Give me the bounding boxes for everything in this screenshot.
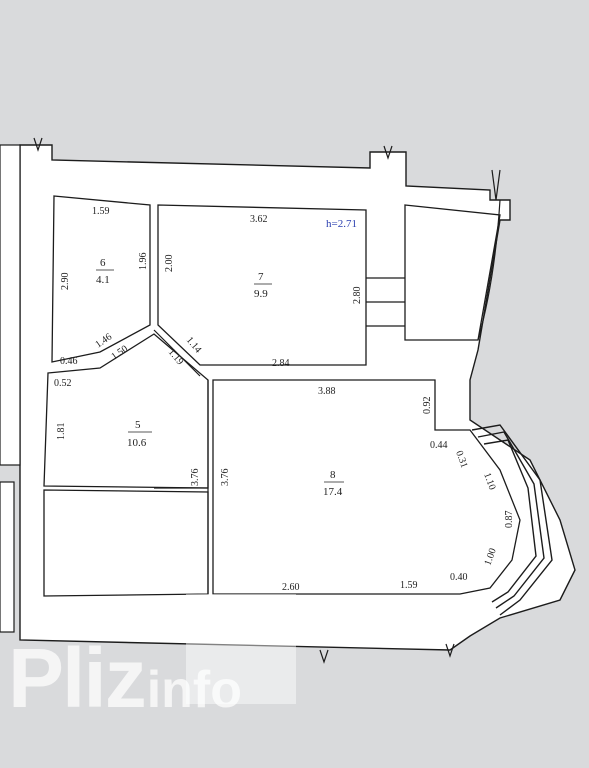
room-5-area: 10.6	[127, 437, 147, 449]
watermark-sub: info	[146, 661, 242, 719]
dim-1-96: 1.96	[138, 253, 149, 271]
window-room-7	[366, 277, 405, 327]
dim-2-90: 2.90	[60, 273, 71, 291]
dim-0-40: 0.40	[450, 572, 468, 583]
doors	[153, 329, 209, 594]
room-6-area: 4.1	[96, 274, 110, 286]
room-labels: 6 4.1 7 9.9 5 10.6 8 17.4 h=2.71	[96, 218, 357, 498]
dim-1-59-top: 1.59	[92, 206, 110, 217]
dim-2-80: 2.80	[352, 287, 363, 305]
dim-3-76-a: 3.76	[190, 469, 201, 487]
balcony-outline	[404, 204, 501, 341]
room-8-area: 17.4	[323, 486, 343, 498]
bay-window	[471, 424, 553, 616]
room-5-number: 5	[135, 419, 141, 431]
dim-0-46: 0.46	[60, 356, 78, 367]
corridor-outline	[43, 489, 209, 597]
balcony-edge	[477, 199, 501, 341]
dim-1-59-bottom: 1.59	[400, 580, 418, 591]
dim-0-92: 0.92	[422, 397, 433, 415]
watermark-box	[186, 594, 296, 704]
ceiling-height: h=2.71	[326, 218, 357, 230]
watermark-logo: Pliz info	[8, 630, 242, 727]
dim-3-62: 3.62	[250, 214, 268, 225]
room-7-number: 7	[258, 271, 264, 283]
dim-2-84: 2.84	[272, 358, 290, 369]
room-8-outline	[212, 379, 521, 595]
dim-1-81: 1.81	[56, 423, 67, 441]
dim-0-87: 0.87	[504, 511, 515, 529]
room-6-number: 6	[100, 257, 106, 269]
wall-break-marks	[33, 137, 501, 664]
left-wall-strip	[0, 144, 21, 633]
rooms	[43, 195, 521, 597]
dim-2-00: 2.00	[164, 255, 175, 273]
room-7-area: 9.9	[254, 288, 268, 300]
dim-2-60: 2.60	[282, 582, 300, 593]
dim-0-44: 0.44	[430, 440, 448, 451]
dim-3-88: 3.88	[318, 386, 336, 397]
dim-0-52: 0.52	[54, 378, 72, 389]
room-8-number: 8	[330, 469, 336, 481]
room-6-outline	[51, 195, 151, 363]
dim-3-76-b: 3.76	[220, 469, 231, 487]
watermark-main: Pliz	[8, 631, 147, 725]
room-7-outline	[157, 204, 367, 366]
